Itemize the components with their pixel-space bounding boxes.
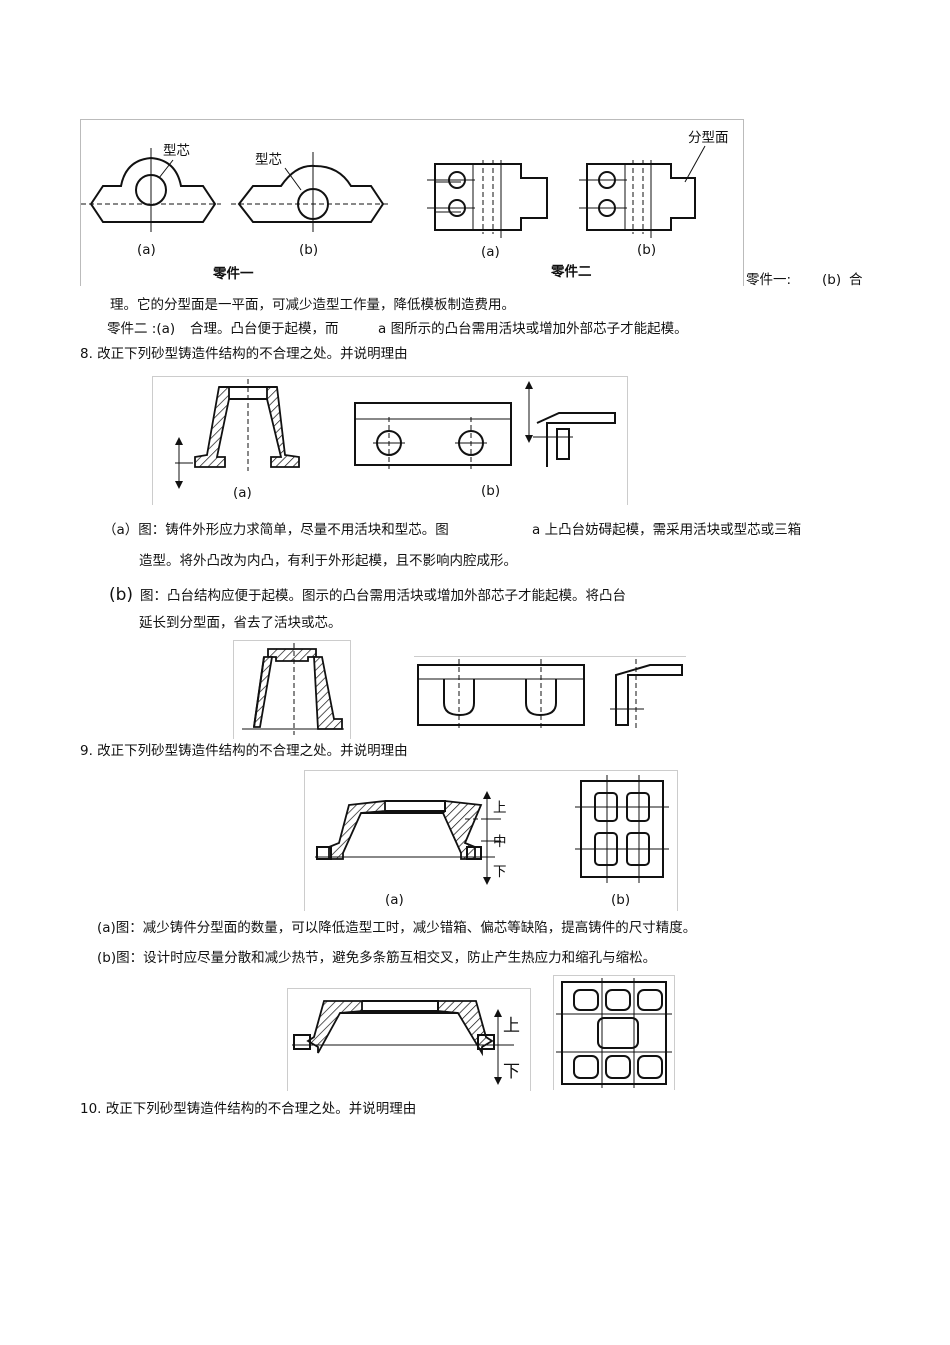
label-parting-surface: 分型面 — [688, 130, 729, 146]
answer-part1-choice: (b) — [822, 272, 842, 288]
answer-part1-reason: 理。它的分型面是一平面，可减少造型工作量，降低模板制造费用。 — [110, 297, 515, 313]
figure-q9-corrected-a: 上 下 — [287, 988, 531, 1091]
figure-q8-corrected-a-drawing — [242, 643, 344, 735]
q8-answer-a-line2: 造型。将外凸改为内凸，有利于外形起模，且不影响内腔成形。 — [139, 553, 517, 569]
q9-corrected-label-down: 下 — [503, 1062, 520, 1082]
part1-b-drawing — [231, 152, 391, 232]
answer-part2-reason-cont: a 图所示的凸台需用活块或增加外部芯子才能起模。 — [378, 321, 688, 337]
figure-q9-corrected-b — [553, 975, 675, 1090]
q8-answer-b-marker: (b) — [109, 585, 134, 605]
question-9-title: 9. 改正下列砂型铸造件结构的不合理之处。并说明理由 — [80, 743, 408, 759]
q9-answer-b: (b)图：设计时应尽量分散和减少热节，避免多条筋互相交叉，防止产生热应力和缩孔与… — [97, 950, 657, 966]
label-core-b: 型芯 — [255, 152, 282, 168]
answer-part2-label: 零件二 :(a) — [107, 321, 176, 337]
figure-q8-original: (a) (b) — [152, 376, 628, 505]
q9-label-down: 下 — [493, 864, 507, 880]
figure-q9-original: 上 中 下 (a) (b) — [304, 770, 678, 911]
q8-answer-b-line1: 图：凸台结构应便于起模。图示的凸台需用活块或增加外部芯子才能起模。将凸台 — [140, 588, 626, 604]
q9-corrected-label-up: 上 — [503, 1016, 520, 1036]
caption-part2-a: (a) — [481, 244, 500, 260]
figure-q8-corrected-b-drawing — [417, 659, 683, 731]
caption-part1: 零件一 — [213, 266, 254, 282]
q9-caption-b: (b) — [611, 892, 631, 908]
figure-parting-surface: 型芯 型芯 分型面 (a) (b) (a) (b) 零件一 零件二 — [80, 119, 744, 286]
part2-b-drawing — [579, 145, 706, 238]
label-core-a: 型芯 — [163, 143, 190, 159]
part2-a-drawing — [427, 160, 548, 238]
figure-q8-corrected-a — [233, 640, 351, 739]
caption-part1-a: (a) — [137, 242, 156, 258]
answer-part1-word: 合 — [849, 272, 863, 288]
q8-answer-b-line2: 延长到分型面，省去了活块或芯。 — [139, 615, 342, 631]
caption-part2-b: (b) — [637, 242, 657, 258]
figure-q8-corrected-b — [414, 656, 686, 735]
caption-part1-b: (b) — [299, 242, 319, 258]
answer-part2-reason: 合理。凸台便于起模，而 — [190, 321, 339, 337]
figure-q9-corrected-b-drawing — [556, 978, 672, 1088]
q9-label-middle: 中 — [493, 834, 507, 850]
q8-caption-a: (a) — [233, 485, 252, 501]
q8-caption-b: (b) — [481, 483, 501, 499]
figure-parting-surface-drawing — [81, 145, 706, 238]
figure-q9-original-drawing — [315, 775, 669, 885]
q8-answer-a-line1-end: a 上凸台妨碍起模，需采用活块或型芯或三箱 — [532, 522, 802, 538]
question-8-title: 8. 改正下列砂型铸造件结构的不合理之处。并说明理由 — [80, 346, 408, 362]
caption-part2: 零件二 — [551, 264, 592, 280]
q9-answer-a: (a)图：减少铸件分型面的数量，可以降低造型工时，减少错箱、偏芯等缺陷，提高铸件… — [97, 920, 697, 936]
q9-rib-grid-a — [575, 775, 669, 883]
figure-q9-corrected-a-drawing — [292, 1000, 514, 1085]
part1-a-drawing — [81, 148, 221, 232]
question-10-title: 10. 改正下列砂型铸造件结构的不合理之处。并说明理由 — [80, 1101, 417, 1117]
q9-caption-a: (a) — [385, 892, 404, 908]
q8-answer-a-line1-start: （a）图：铸件外形应力求简单，尽量不用活块和型芯。图 — [103, 522, 449, 538]
answer-part1-label: 零件一: — [746, 272, 792, 288]
q9-label-up: 上 — [493, 800, 507, 816]
figure-q8-original-drawing — [175, 379, 616, 489]
